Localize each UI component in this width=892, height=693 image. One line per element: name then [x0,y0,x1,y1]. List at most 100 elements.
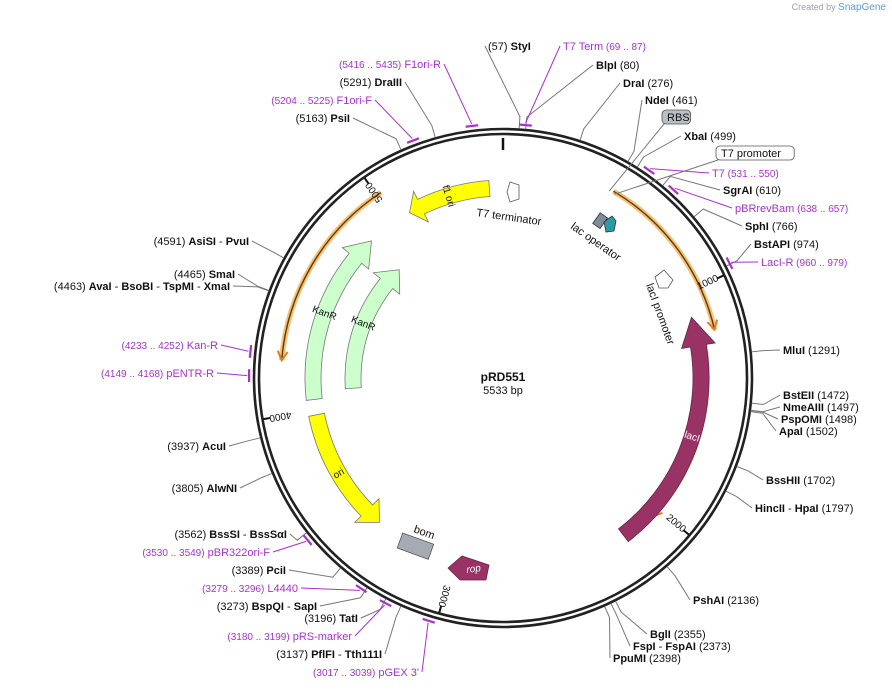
primer-range: (3180 .. 3199) [227,632,289,643]
site-name: BspQI [252,601,284,613]
backbone-layer [252,127,754,629]
primer-range: (960 .. 979) [793,258,847,269]
site-leader [289,532,307,541]
site-position: (3562) [174,529,209,541]
primer-range: (4149 .. 4168) [101,369,163,380]
site-separator: - [656,641,666,653]
site-name: HpaI [795,503,819,515]
feature-laci-label: lacI [683,430,701,445]
primer-mark [302,534,313,546]
site-leader [232,285,269,292]
site-ndei: NdeI (461) [627,95,698,162]
primer-label: (3279 .. 3296) L4440 [202,583,298,595]
primer-mark [643,165,655,175]
site-name: TatI [339,613,358,625]
callout-rbs: RBS [608,109,692,192]
orf-arrowhead [706,319,719,332]
site-leader [725,490,753,509]
site-name: SgrAI [723,185,752,197]
primer-name: F1ori-F [334,95,373,107]
site-name: SapI [294,601,317,613]
site-separator: - [335,649,345,661]
site-label: (3389) PciI [232,565,286,577]
primer-leader [354,604,385,637]
primer-name: pBR322ori-F [205,547,271,559]
site-alwni: (3805) AlwNI [172,472,273,495]
feature-ori: ori [308,412,380,523]
site-label: DraI (276) [623,78,673,90]
orf-arrowhead [276,350,289,363]
site-name: PshAI [693,595,724,607]
primer-mark [248,345,253,358]
orf-arc [276,190,383,363]
primer-name: Kan-R [184,340,218,352]
tick-label: 4000 [268,409,292,424]
site-label: SphI (766) [745,221,798,233]
t7-terminator-shape [506,181,520,203]
primer-label: (3530 .. 3549) pBR322ori-F [142,547,270,559]
site-apai: ApaI (1502) [750,411,838,438]
site-name: DraIII [374,77,402,89]
site-name: AcuI [202,441,226,453]
plasmid-size: 5533 bp [483,385,523,397]
primer-pbr322ori-f: (3530 .. 3549) pBR322ori-F [142,534,313,559]
site-position: (276) [644,78,673,90]
site-leader [666,566,691,601]
site-leader [615,600,648,635]
site-name: SphI [745,221,769,233]
primer-mark [465,124,479,128]
primer-f1ori-f: (5204 .. 5225) F1ori-F [271,95,420,144]
feature-ori-arrow [308,412,380,523]
plasmid-name: pRD551 [481,370,526,384]
site-label: (4463) AvaI - BsoBI - TspMI - XmaI [54,281,230,293]
site-name: AsiSI [188,236,216,248]
primer-range: (4233 .. 4252) [121,341,183,352]
primer-range: (3279 .. 3296) [202,584,264,595]
primer-range: (531 .. 550) [725,169,779,180]
site-hincii: HincII - HpaI (1797) [725,490,853,515]
site-position: (1702) [800,475,835,487]
feature-kanr-1-arrow [304,240,372,401]
site-name: FspI [633,641,656,653]
site-drai: DraI (276) [579,78,673,141]
site-name: FspAI [665,641,696,653]
site-label: (5163) PsiI [296,113,350,125]
site-name: AlwNI [206,483,237,495]
feature-laci-arrow [617,316,716,543]
primer-mark [725,257,734,270]
primer-label: LacI-R (960 .. 979) [761,257,847,269]
site-name: ApaI [779,426,803,438]
site-leader [239,472,273,489]
site-avai: (4463) AvaI - BsoBI - TspMI - XmaI [54,281,269,293]
site-name: XmaI [204,281,230,293]
site-name: XbaI [684,131,707,143]
site-position: (5291) [340,77,375,89]
site-name: Tth111I [345,649,382,661]
site-name: PciI [266,565,286,577]
site-ppumi: PpuMI (2398) [604,606,681,665]
site-name: PvuI [226,236,249,248]
primer-range: (69 .. 87) [603,42,646,53]
site-name: HincII [755,503,785,515]
callout-t7-promoter-box: T7 promoter [614,145,795,195]
site-separator: - [785,503,795,515]
site-label: (4591) AsiSI - PvuI [154,236,249,248]
orf-core [613,190,716,330]
site-position: (1497) [824,402,859,414]
feature-ori-label: ori [331,466,346,481]
site-position: (2373) [696,641,731,653]
site-leader [751,349,781,353]
site-leader [750,410,779,420]
site-label: (3273) BspQI - SapI [217,601,317,613]
callout-box [661,109,692,125]
orf-arc [611,188,719,332]
site-name: PsiI [330,113,350,125]
site-name: BlpI [596,60,617,72]
primer-mark [667,184,679,195]
site-position: (3273) [217,601,252,613]
tick-label: 3000 [435,584,452,609]
site-leader [288,567,341,578]
primer-range: (5204 .. 5225) [271,96,333,107]
